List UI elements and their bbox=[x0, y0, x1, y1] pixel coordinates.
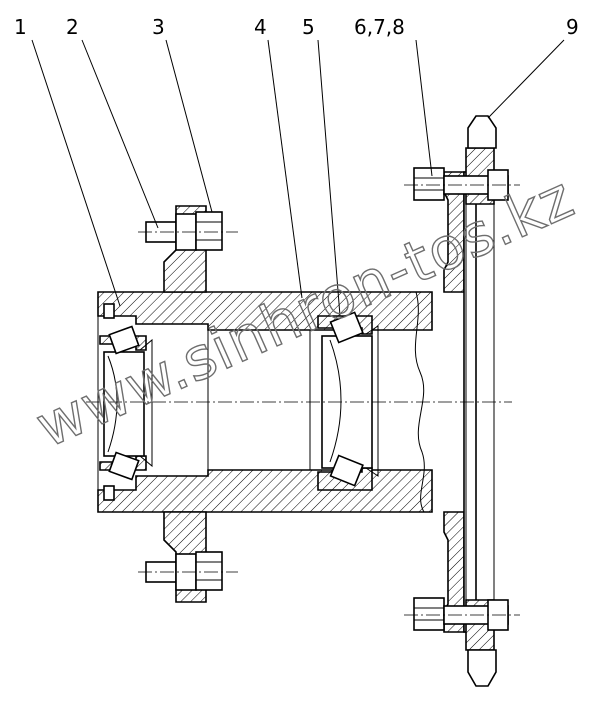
callout-1: 1 bbox=[14, 15, 27, 39]
leader-3 bbox=[165, 39, 213, 213]
callout-3: 3 bbox=[152, 15, 165, 39]
callout-9: 9 bbox=[566, 15, 579, 39]
bearing-left bbox=[99, 303, 153, 501]
leader-5 bbox=[317, 39, 341, 317]
leader-2 bbox=[81, 39, 159, 229]
leader-4 bbox=[267, 39, 303, 299]
break-line bbox=[414, 291, 425, 513]
sprocket-bolt-lower bbox=[404, 597, 520, 631]
sprocket-bolt-upper bbox=[404, 167, 520, 201]
leader-678 bbox=[415, 39, 433, 177]
callout-5: 5 bbox=[302, 15, 315, 39]
stud-upper bbox=[138, 211, 238, 251]
leader-1 bbox=[31, 39, 121, 307]
leader-9 bbox=[487, 39, 565, 119]
leader-lines bbox=[31, 39, 565, 317]
stud-lower bbox=[138, 551, 238, 591]
callout-2: 2 bbox=[66, 15, 79, 39]
callout-678: 6,7,8 bbox=[354, 15, 405, 39]
hub-flange bbox=[443, 171, 477, 633]
callout-4: 4 bbox=[254, 15, 267, 39]
